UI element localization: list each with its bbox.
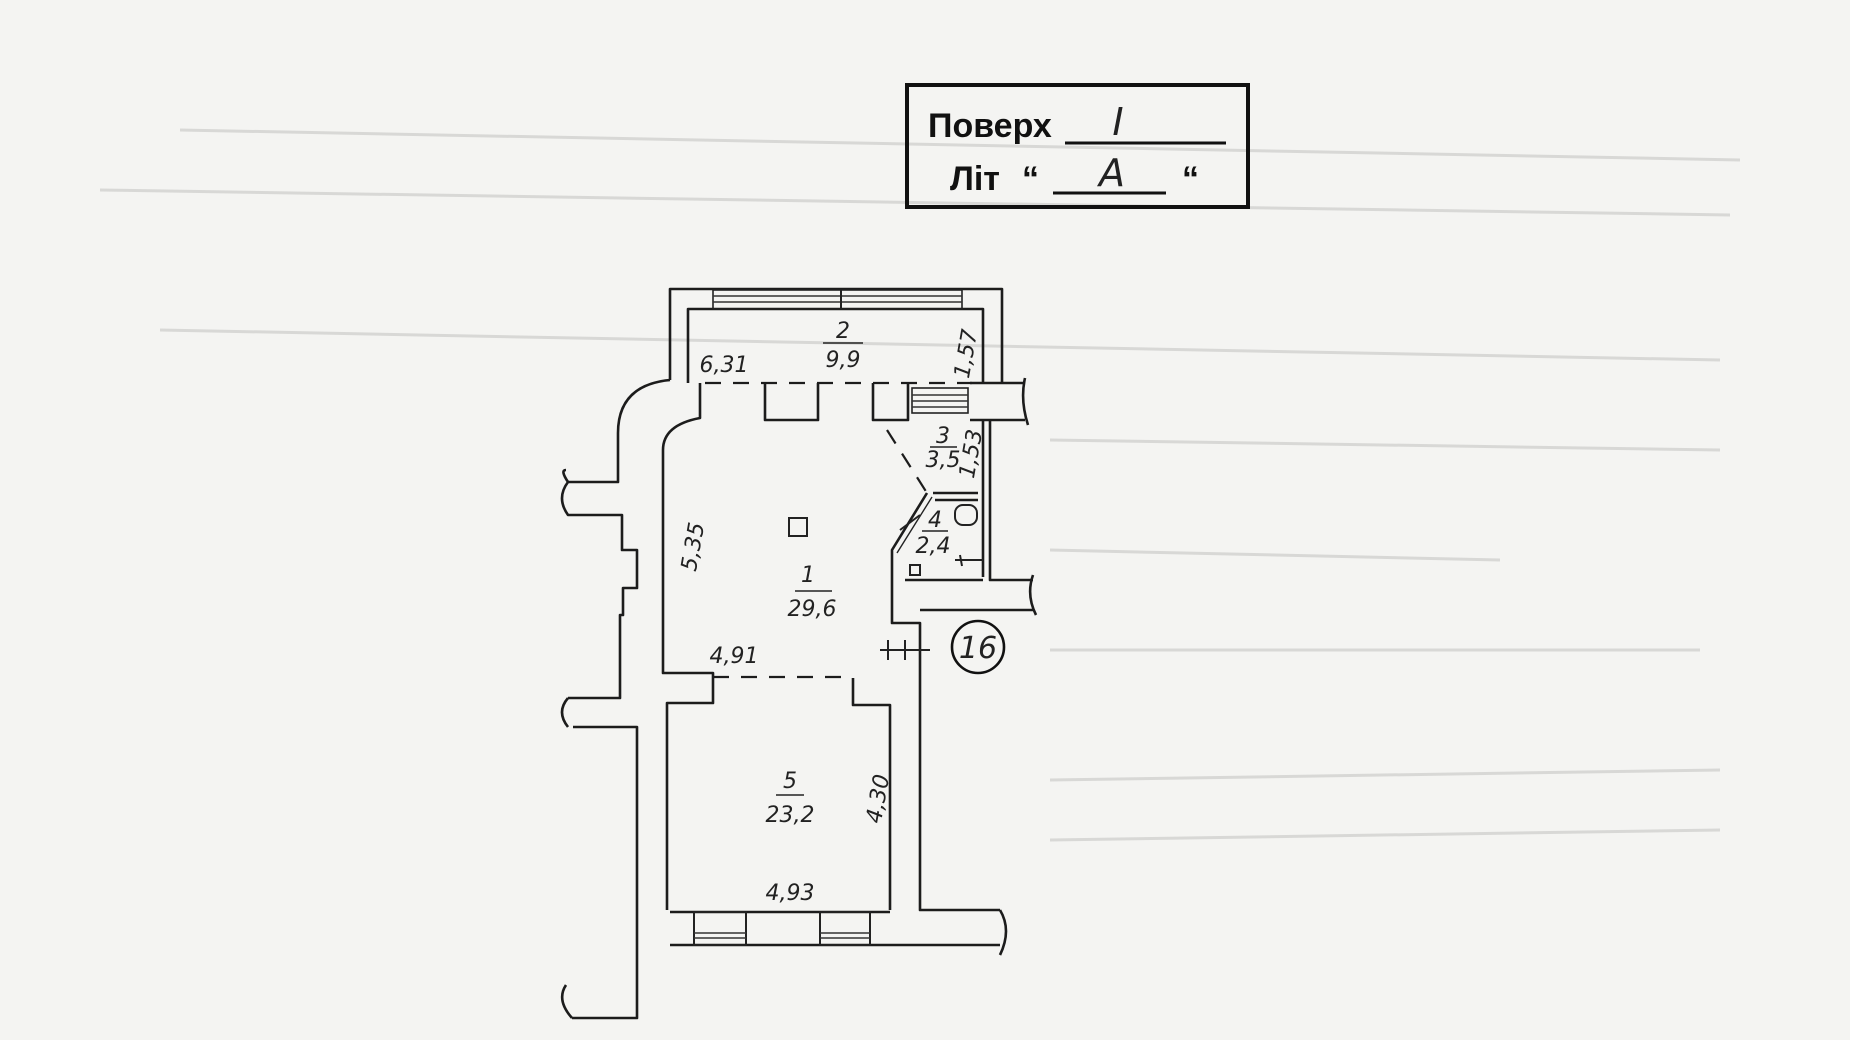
svg-text:4: 4 — [928, 508, 942, 533]
apartment-number-badge: 16 — [950, 619, 1006, 675]
room-4-label: 4 2,4 — [916, 508, 951, 559]
svg-text:2: 2 — [836, 319, 850, 344]
svg-text:23,2: 23,2 — [766, 803, 815, 828]
svg-text:3: 3 — [936, 424, 950, 449]
svg-text:1: 1 — [801, 563, 815, 588]
dim-room1-width: 4,91 — [710, 644, 759, 669]
column-marker — [788, 517, 808, 537]
svg-text:16: 16 — [959, 631, 997, 666]
room-3-label: 3 3,5 — [926, 424, 961, 473]
room-2-label: 2 9,9 — [823, 319, 863, 373]
dim-room2-width: 6,31 — [700, 353, 749, 378]
walls — [560, 287, 1038, 1020]
faint-background-text — [99, 128, 1741, 842]
floor-title-box: Поверх I Літ “ A “ — [905, 83, 1250, 209]
svg-text:29,6: 29,6 — [788, 597, 837, 622]
svg-text:9,9: 9,9 — [826, 348, 861, 373]
dim-room2-depth: 1,57 — [950, 328, 983, 381]
dim-room1-length: 5,35 — [677, 521, 710, 574]
room-1-label: 1 29,6 — [788, 563, 837, 622]
svg-text:2,4: 2,4 — [916, 534, 951, 559]
dim-room5-width: 4,93 — [766, 881, 815, 906]
floor-value: I — [1112, 100, 1123, 144]
letter-label: Літ — [950, 160, 1000, 198]
svg-text:3,5: 3,5 — [926, 448, 961, 473]
room-5-label: 5 23,2 — [766, 769, 815, 828]
svg-text:5: 5 — [783, 769, 797, 794]
floor-label: Поверх — [928, 107, 1052, 145]
letter-value: A — [1096, 151, 1125, 195]
letter-open-quote: “ — [1022, 160, 1039, 198]
letter-close-quote: “ — [1182, 160, 1199, 198]
